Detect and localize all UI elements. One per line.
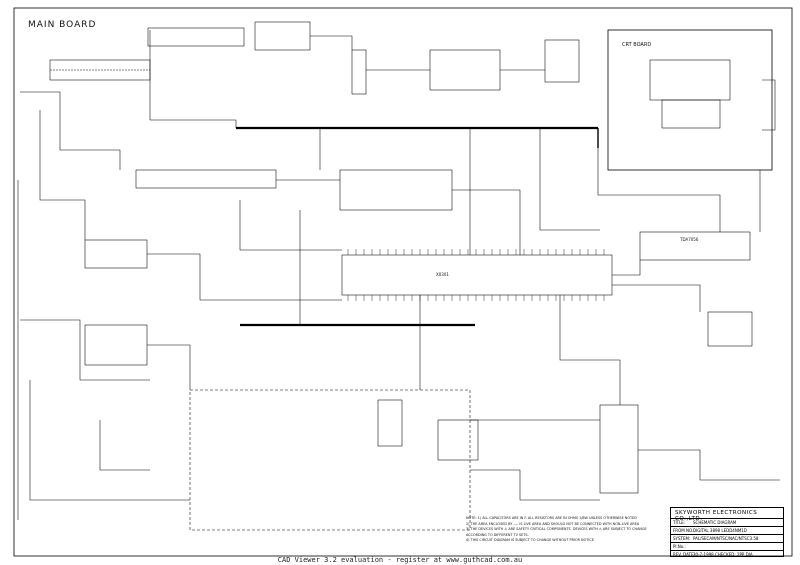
title-row-key: Pl.No.: bbox=[673, 544, 686, 549]
sub-ic-label: TDA7056 bbox=[680, 237, 699, 242]
title-row-key: SYSTEM: bbox=[673, 536, 691, 541]
title-row: TITLE: SCHEMATIC DIAGRAM bbox=[671, 518, 783, 526]
note-line: 2) THE AREA ENCLOSED BY ---- IS LIVE ARE… bbox=[466, 521, 640, 526]
title-row: REV. DATE: 30-7-1998 CHECKED: 2PP DIA bbox=[671, 550, 783, 558]
main-ic-pins bbox=[347, 249, 605, 301]
note-line: 3) THE DEVICES WITH ⚠ ARE SAFETY CRITICA… bbox=[466, 527, 647, 532]
schematic-notes: NOTE: 1) ALL CAPACITORS ARE IN F. ALL RE… bbox=[466, 516, 686, 544]
title-row-key: TITLE: bbox=[673, 520, 686, 525]
title-row-value: DIGITAL 3898 LEDD4NM1D bbox=[693, 528, 747, 533]
title-row: SYSTEM: PAL/SECAM/NTSC/NAC/NTSC3.58 bbox=[671, 534, 783, 542]
title-row-value: PAL/SECAM/NTSC/NAC/NTSC3.58 bbox=[693, 536, 759, 541]
schematic-wiring bbox=[13, 7, 793, 557]
note-line: ACCORDING TO DIFFERENT TV SETS. bbox=[466, 532, 529, 537]
board-title: MAIN BOARD bbox=[28, 20, 97, 30]
title-row-key: FROM NO.: bbox=[673, 528, 695, 533]
title-row-key: REV. DATE: bbox=[673, 552, 695, 557]
main-ic-label: X0301 bbox=[436, 272, 449, 277]
title-row: FROM NO.: DIGITAL 3898 LEDD4NM1D bbox=[671, 526, 783, 534]
title-block: SKYWORTH ELECTRONICS CO.,LTD. TITLE: SCH… bbox=[670, 507, 784, 557]
note-line: NOTE: 1) ALL CAPACITORS ARE IN F. ALL RE… bbox=[466, 516, 637, 520]
company-name: SKYWORTH ELECTRONICS CO.,LTD. bbox=[675, 510, 758, 522]
title-row-value: SCHEMATIC DIAGRAM bbox=[693, 520, 737, 525]
sub-board-title: CRT BOARD bbox=[622, 42, 652, 48]
title-row: Pl.No.: bbox=[671, 542, 783, 550]
title-row-value: 30-7-1998 CHECKED: 2PP DIA bbox=[693, 552, 753, 557]
note-line: 4) THIS CIRCUIT DIAGRAM IS SUBJECT TO CH… bbox=[466, 538, 594, 543]
evaluation-footer: CAD Viewer 3.2 evaluation - register at … bbox=[277, 556, 523, 564]
